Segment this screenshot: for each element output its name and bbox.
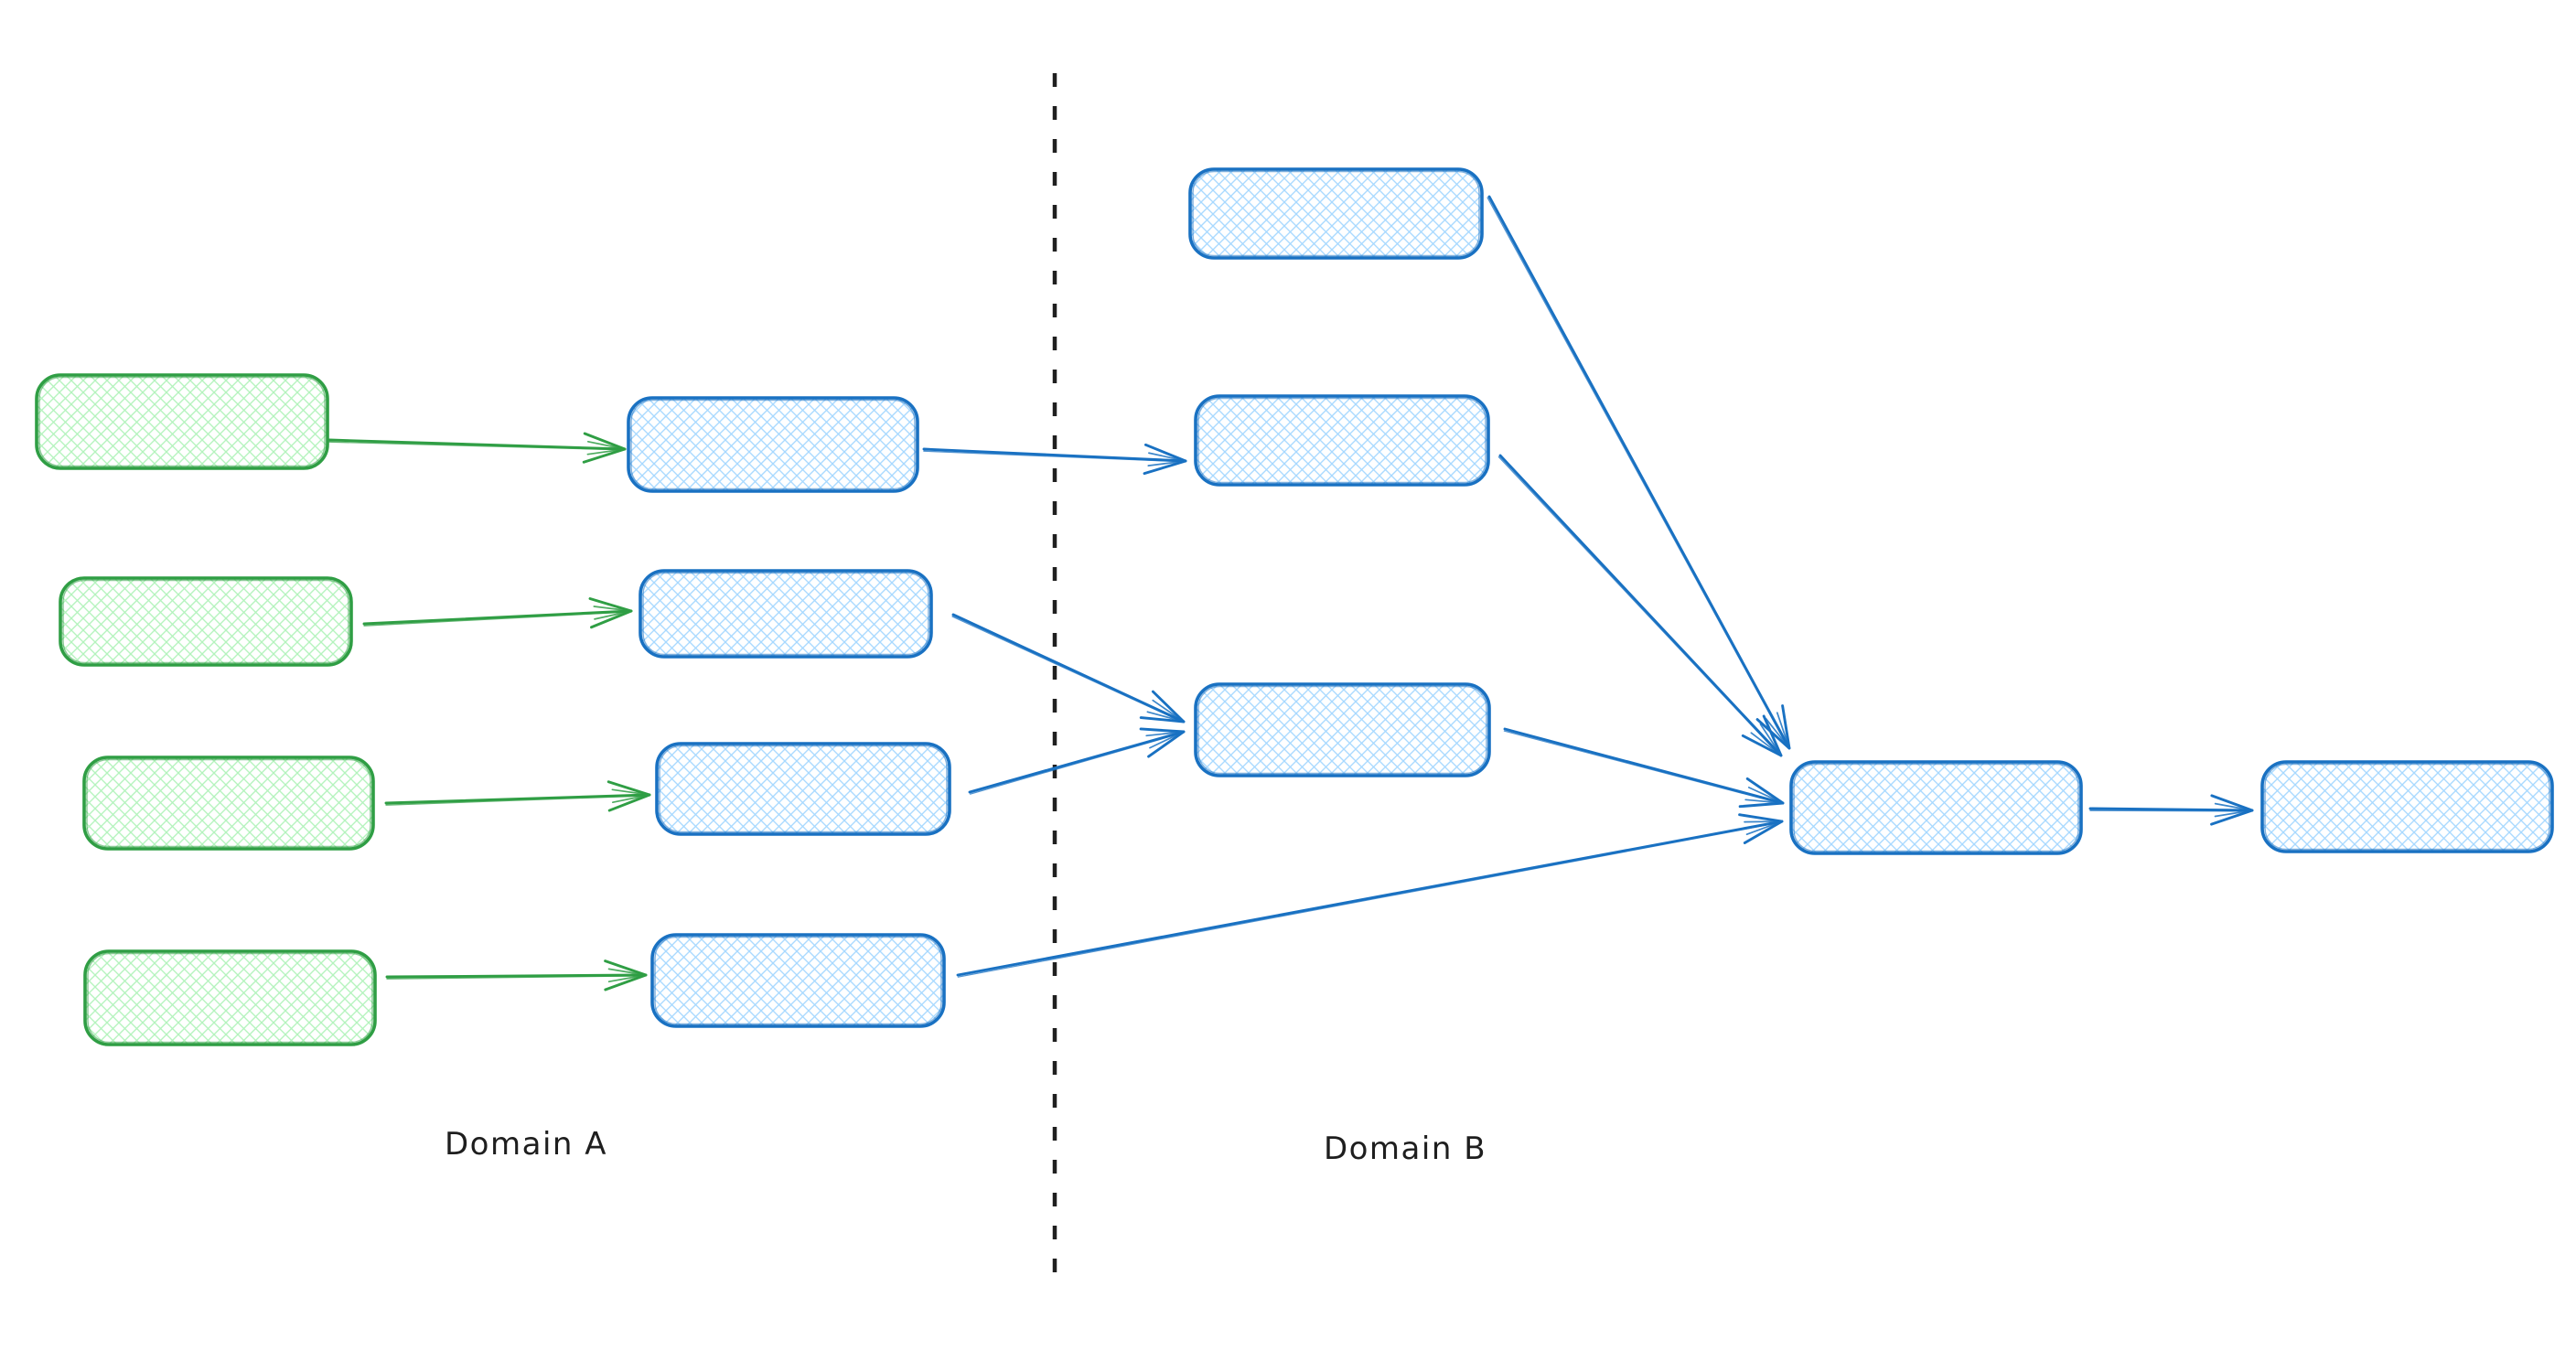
node-domain-b-node-2 xyxy=(1194,394,1490,487)
edge-node3-to-bnode3 xyxy=(968,727,1186,795)
domain-b-label: Domain B xyxy=(1324,1131,1487,1167)
edge-source2-to-node2 xyxy=(362,597,633,629)
domain-a-label: Domain A xyxy=(445,1126,607,1163)
node-domain-a-node-1 xyxy=(627,396,919,493)
node-domain-a-node-2 xyxy=(639,569,933,659)
node-domain-a-source-2 xyxy=(59,576,353,667)
node-domain-a-source-4 xyxy=(83,949,377,1046)
node-domain-a-source-1 xyxy=(35,373,329,470)
edge-bnode3-to-collector xyxy=(1503,727,1785,809)
edges-layer xyxy=(327,195,2254,991)
node-domain-b-node-3 xyxy=(1194,682,1491,777)
edge-source1-to-node1 xyxy=(327,432,627,464)
edge-source3-to-node3 xyxy=(384,780,651,812)
edge-node2-to-bnode3 xyxy=(951,613,1186,724)
node-domain-a-node-3 xyxy=(655,742,951,836)
edge-bnode1-to-collector xyxy=(1487,195,1791,750)
node-domain-b-node-1 xyxy=(1188,167,1484,260)
node-domain-b-collector xyxy=(1789,760,2083,855)
edge-collector-to-output xyxy=(2088,794,2254,826)
edge-node1-to-bnode2 xyxy=(922,443,1187,476)
node-domain-a-node-4 xyxy=(650,933,946,1028)
nodes-layer xyxy=(35,167,2554,1046)
edge-source4-to-node4 xyxy=(385,959,648,991)
node-domain-a-source-3 xyxy=(82,756,375,851)
edge-bnode2-to-collector xyxy=(1497,454,1783,757)
node-domain-b-output xyxy=(2260,760,2554,853)
edge-node4-to-collector xyxy=(956,813,1784,978)
